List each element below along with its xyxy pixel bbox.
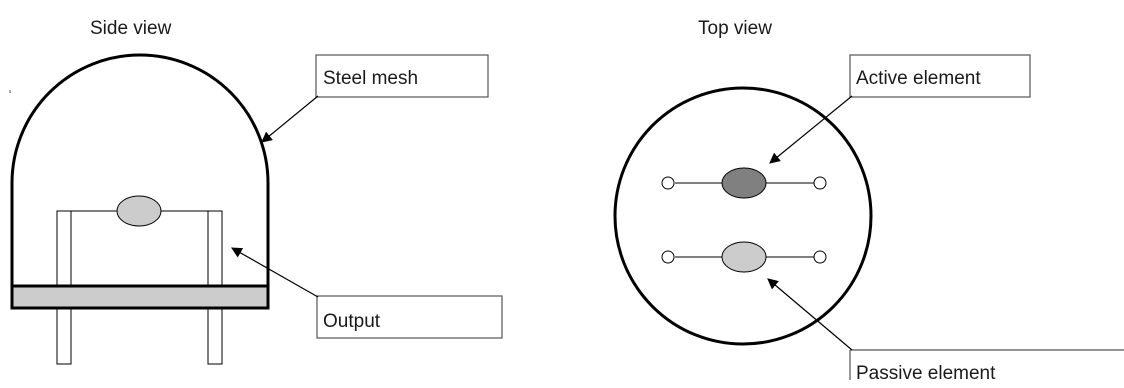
passive-right-pin [813, 250, 827, 264]
steel-mesh-dome [10, 53, 270, 286]
passive-element [721, 241, 767, 273]
steel-mesh-callout-box [315, 54, 489, 98]
output-callout-box [316, 295, 503, 339]
side-view-title: Side view [90, 18, 172, 39]
side-right-post [207, 210, 223, 289]
side-sensing-element [116, 195, 162, 227]
passive-element-arrow [767, 278, 853, 351]
active-element-callout-label: Active element [856, 68, 981, 89]
side-right-lead [207, 308, 223, 365]
passive-element-callout-label: Passive element [856, 363, 996, 384]
active-left-pin [661, 176, 675, 190]
top-view-title: Top view [698, 18, 772, 39]
passive-left-pin [661, 250, 675, 264]
active-right-pin [813, 176, 827, 190]
top-view-can-circle [613, 86, 873, 346]
steel-mesh-arrow [261, 95, 319, 143]
output-callout-label: Output [323, 311, 381, 332]
side-left-post [56, 210, 72, 289]
active-element-callout-box [849, 54, 1031, 98]
steel-mesh-callout-label: Steel mesh [323, 68, 418, 89]
side-left-lead [56, 308, 72, 365]
active-element [721, 167, 767, 199]
side-base-plate [10, 284, 270, 310]
active-element-arrow [769, 95, 853, 164]
output-arrow [231, 247, 319, 298]
